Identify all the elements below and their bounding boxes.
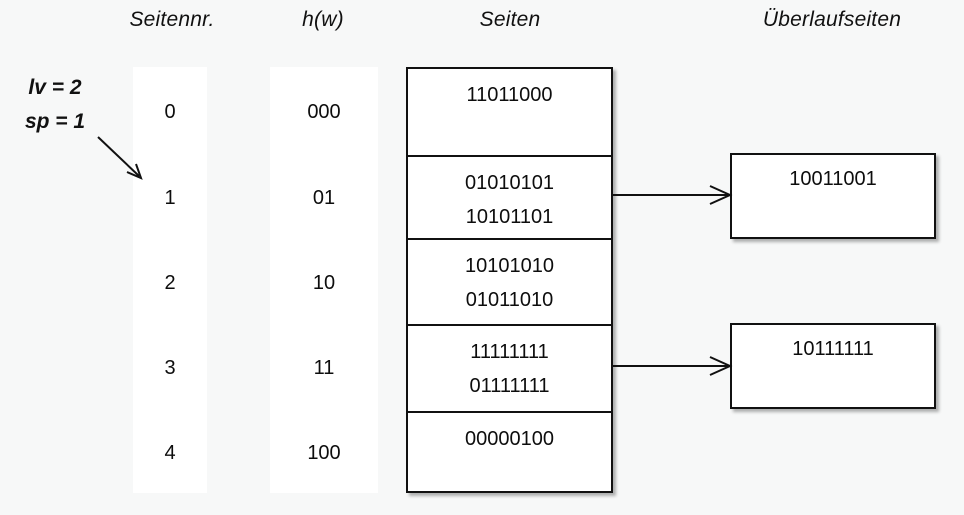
overflow-arrow-0 xyxy=(613,185,733,205)
hash-value-column-strip: 000 01 10 11 100 xyxy=(270,67,378,493)
column-header-seitennr: Seitennr. xyxy=(129,8,215,31)
parameter-sp: sp = 1 xyxy=(24,110,86,133)
page-number-cell: 0 xyxy=(164,101,176,123)
hash-value-cell: 000 xyxy=(307,101,341,123)
parameter-lv: lv = 2 xyxy=(28,76,82,99)
page-number-cell: 4 xyxy=(164,442,176,464)
overflow-arrow-1 xyxy=(613,356,733,376)
page-number-column-strip: 0 1 2 3 4 xyxy=(133,67,207,493)
column-header-hw: h(w) xyxy=(302,8,344,31)
column-header-seiten: Seiten xyxy=(479,8,541,31)
page-record: 00000100 xyxy=(465,428,554,450)
page-bucket-1: 01010101 10101101 xyxy=(408,155,611,238)
page-record: 10101101 xyxy=(465,206,554,229)
overflow-record: 10111111 xyxy=(792,338,874,360)
page-record: 11111111 xyxy=(470,341,549,363)
overflow-page-1: 10111111 xyxy=(730,323,936,409)
hash-value-cell: 11 xyxy=(313,357,335,379)
page-record: 10101010 xyxy=(465,255,554,277)
hash-value-cell: 01 xyxy=(312,187,336,209)
page-number-cell: 3 xyxy=(164,357,176,379)
page-bucket-3: 11111111 01111111 xyxy=(408,324,611,411)
page-bucket-0: 11011000 xyxy=(408,69,611,155)
hash-value-cell: 10 xyxy=(312,272,336,294)
overflow-record: 10011001 xyxy=(789,168,877,190)
page-record: 01111111 xyxy=(469,375,550,398)
page-number-cell: 1 xyxy=(164,187,176,209)
page-bucket-4: 00000100 xyxy=(408,411,611,491)
column-header-ueberlaufseiten: Überlaufseiten xyxy=(762,8,902,31)
overflow-page-0: 10011001 xyxy=(730,153,936,239)
page-record: 01010101 xyxy=(465,172,554,194)
page-record: 01011010 xyxy=(465,289,554,312)
hash-value-cell: 100 xyxy=(307,442,341,464)
pages-box: 11011000 01010101 10101101 10101010 0101… xyxy=(406,67,613,493)
page-number-cell: 2 xyxy=(164,272,176,294)
page-bucket-2: 10101010 01011010 xyxy=(408,238,611,324)
page-record: 11011000 xyxy=(466,84,553,106)
